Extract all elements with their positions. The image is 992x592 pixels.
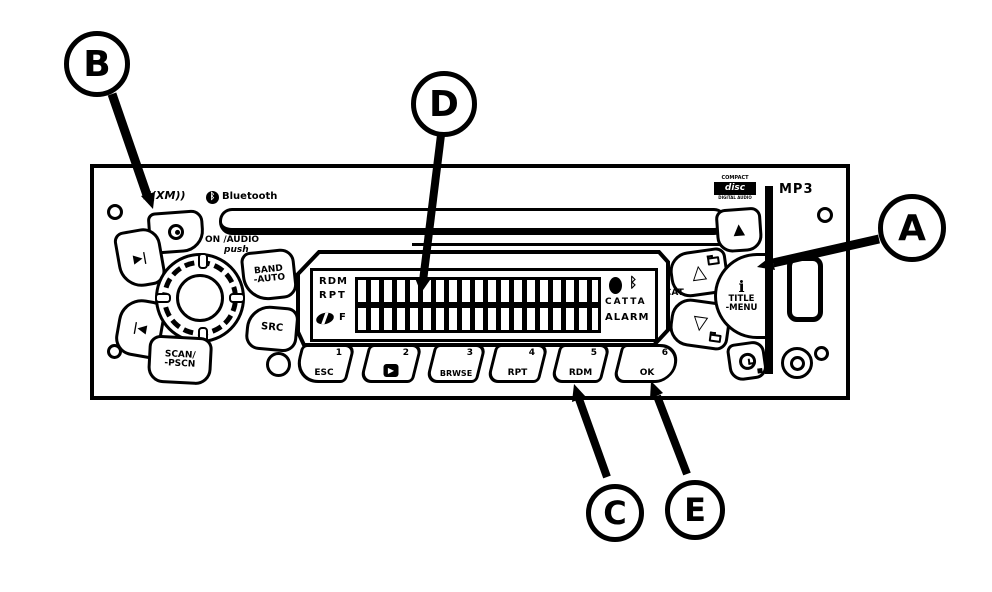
indicator-rpt: RPT (319, 290, 347, 301)
knob-notch-left (155, 293, 171, 303)
scan-label-2: -PSCN (164, 358, 196, 370)
screw-bottom-right (814, 346, 829, 361)
volume-knob[interactable] (155, 253, 245, 343)
indicator-cat-ta: CATTA (605, 297, 647, 307)
panel-seam (412, 243, 740, 246)
callout-b-letter: B (83, 43, 111, 85)
cd-logo-top-text: COMPACT (721, 175, 749, 181)
src-button[interactable]: SRC (244, 303, 300, 354)
screw-top-left (107, 204, 123, 220)
clock-dot (757, 367, 763, 374)
callout-e: E (665, 480, 725, 540)
band-label-2: -AUTO (253, 272, 286, 286)
seek-next-icon: ▶| (132, 249, 148, 266)
xm-satellite-logo: ((XM)) (146, 189, 186, 202)
segment-row-bottom (358, 308, 598, 330)
folder-icon-down (708, 331, 722, 344)
blank-round-button[interactable] (266, 352, 291, 377)
scan-pscn-button[interactable]: SCAN/ -PSCN (146, 334, 214, 386)
indicator-rdm: RDM (319, 276, 348, 287)
segment-matrix (355, 277, 601, 333)
callout-d: D (411, 71, 477, 137)
clock-button[interactable] (725, 339, 769, 383)
seek-prev-icon: |◀ (132, 319, 148, 336)
category-up-icon: △ (690, 260, 708, 284)
status-dot-icon (609, 277, 622, 294)
play-icon: ▶ (383, 364, 399, 377)
disc-icon (314, 310, 336, 327)
preset-5-label: RDM (568, 368, 593, 378)
knob-notch-top (198, 253, 208, 269)
knob-label: ON /AUDIO (205, 235, 260, 245)
cd-logo-main-text: disc (714, 182, 756, 195)
segment-row-top (358, 280, 598, 302)
compact-disc-logo: COMPACT disc DIGITAL AUDIO (714, 176, 756, 200)
indicator-f: F (339, 312, 346, 323)
callout-a: A (878, 194, 946, 262)
folder-icon-up (706, 254, 720, 266)
display-bluetooth-icon: ᛒ (629, 275, 638, 291)
callout-a-letter: A (898, 207, 926, 249)
callout-d-letter: D (429, 83, 459, 125)
faceplate-divider (765, 186, 773, 374)
callout-c-letter: C (603, 494, 627, 532)
preset-1-label: ESC (314, 368, 334, 378)
src-label: SRC (260, 321, 284, 335)
callout-c: C (586, 484, 644, 542)
knob-sub-label: push (224, 245, 249, 255)
eject-button[interactable]: ▲ (714, 206, 764, 254)
power-icon (167, 223, 185, 241)
callout-b: B (64, 31, 130, 97)
knob-notch-right (229, 293, 245, 303)
indicator-alarm: ALARM (605, 312, 650, 323)
clock-icon (737, 351, 757, 371)
callout-e-letter: E (684, 491, 706, 529)
cd-slot[interactable] (219, 208, 727, 235)
info-icon: i (738, 276, 745, 296)
cat-label: •CAT (659, 288, 684, 298)
bluetooth-logo-text: Bluetooth (222, 191, 278, 202)
cd-logo-bottom-text: DIGITAL AUDIO (718, 195, 752, 200)
title-label: TITLE (728, 294, 755, 305)
knob-knurl-ring (162, 260, 238, 336)
release-latch[interactable] (787, 256, 823, 322)
screw-top-right (817, 207, 833, 223)
menu-label: -MENU (725, 303, 758, 314)
knob-center (176, 274, 224, 322)
preset-6-label: OK (639, 368, 655, 378)
preset-4-label: RPT (507, 368, 528, 378)
lcd-display: RDM RPT F ᛒ CATTA ALARM (310, 268, 658, 342)
preset-3-label: BRWSE (439, 369, 473, 378)
category-down-icon: ▽ (691, 311, 709, 335)
ring-knob[interactable] (781, 347, 813, 379)
bluetooth-icon: ᛒ (206, 191, 219, 204)
eject-icon: ▲ (732, 219, 746, 239)
mp3-logo: MP3 (779, 182, 814, 197)
